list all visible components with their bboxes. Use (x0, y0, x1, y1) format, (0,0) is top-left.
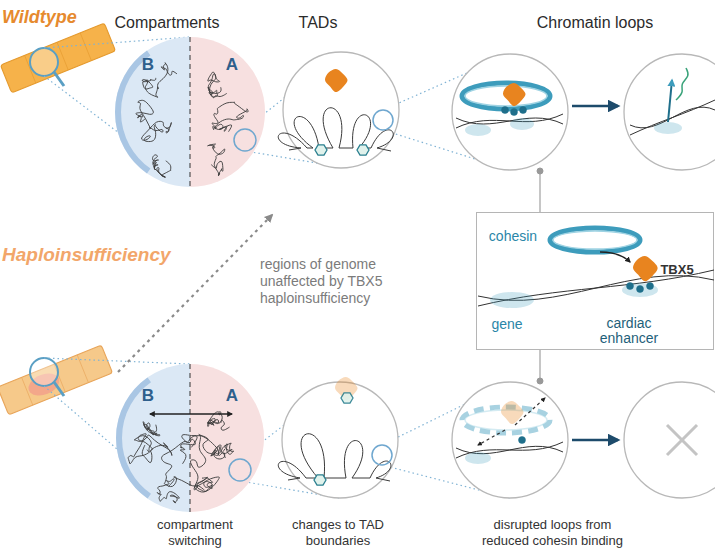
dna-strand (630, 107, 715, 128)
region-highlight (510, 118, 534, 130)
annotation: regions of genome unaffected by TBX5 hap… (260, 256, 410, 306)
node-text: cohesin (489, 229, 537, 244)
cohesin-ring-inner (465, 86, 547, 106)
nucleosome (502, 107, 509, 114)
cohesin-ring (462, 83, 550, 109)
column-heading: TADs (283, 13, 353, 32)
scale-circle (624, 382, 715, 498)
compartment-divider (190, 37, 191, 187)
node-text: TBX5 (660, 263, 693, 277)
annotation: compartment switching (140, 517, 250, 548)
dissociation-arrow (515, 398, 545, 425)
column-heading: Compartments (112, 13, 222, 32)
tbx5-protein (503, 83, 526, 106)
nucleosome (519, 437, 526, 444)
compartment-circle: BA (115, 37, 265, 187)
tbx5-protein (325, 69, 348, 92)
region-highlight (465, 124, 491, 136)
zoom-circle (373, 110, 393, 130)
compartment-b (115, 37, 190, 187)
ctcf-site (341, 393, 353, 403)
region-highlight (654, 122, 682, 134)
inset-leader (539, 350, 540, 382)
transcription-arrow (668, 80, 672, 122)
tad-loops (278, 434, 391, 481)
chromosome-band (77, 355, 88, 383)
nucleosome (511, 109, 518, 116)
loop-scene (456, 83, 563, 136)
magnifier-handle (54, 72, 64, 86)
node-text: cardiac enhancer (582, 316, 677, 347)
compartment-shape (116, 364, 264, 512)
chromosome-body (0, 345, 113, 415)
chromosome-body (0, 23, 115, 93)
dna-strand (456, 114, 563, 128)
absent-mark (667, 425, 697, 455)
absent-mark (667, 425, 697, 455)
magnifier-handle (54, 382, 64, 396)
inset-leader (539, 170, 540, 212)
nucleosome (520, 107, 527, 114)
dna-strand (456, 118, 563, 124)
node-text: gene (491, 317, 522, 332)
tad-scene (278, 69, 393, 155)
rna-transcript (676, 68, 688, 100)
chromosome (0, 345, 113, 415)
tbx5-protein (335, 377, 358, 400)
chromosome-band (80, 33, 91, 61)
magnifier-lens (30, 48, 58, 76)
scale-circle (282, 382, 398, 498)
ctcf-site (357, 145, 369, 155)
region-highlight (465, 452, 491, 464)
compartment-divider (190, 364, 191, 512)
ctcf-site (314, 475, 326, 485)
chromosome (0, 23, 115, 93)
loop-scene (456, 398, 563, 464)
cohesin-ring (462, 407, 550, 433)
dna-strand (456, 442, 563, 458)
node-text: B (142, 56, 154, 75)
annotation: changes to TAD boundaries (283, 517, 393, 548)
magnifier-lens (30, 358, 58, 386)
compartment-a (190, 37, 265, 187)
dissociation-arrow (478, 430, 505, 445)
zoom-circle (372, 445, 392, 465)
leader-dot (537, 168, 543, 174)
tad-scene (278, 377, 391, 485)
annotation: disrupted loops from reduced cohesin bin… (470, 517, 635, 548)
tbx5-protein (501, 401, 524, 424)
compartment-b (116, 364, 190, 512)
compartment-circle: BA (116, 364, 264, 512)
cohesin-ring-inner (465, 410, 547, 430)
inset-box: cohesinTBX5 gene cardiac enhancer (476, 212, 714, 350)
node-text: A (226, 387, 238, 406)
process-arrow (572, 105, 618, 108)
leader-dot (537, 378, 543, 384)
unaffected-arrow (118, 215, 272, 372)
tad-loops (278, 108, 393, 151)
condition-title: Haploinsufficiency (2, 244, 212, 267)
column-heading: Chromatin loops (533, 13, 657, 32)
node-text: B (142, 387, 154, 406)
process-arrow (572, 439, 618, 442)
scale-circle (283, 52, 399, 168)
compartment-a (190, 364, 264, 512)
scale-circle (624, 54, 715, 170)
scale-circle (452, 382, 568, 498)
node-text: A (226, 56, 238, 75)
guide-line (44, 358, 190, 364)
condition-title: Wildtype (2, 7, 122, 29)
dna-strand (630, 100, 715, 135)
ctcf-site (315, 145, 327, 155)
scale-circle (452, 54, 568, 170)
dna-strand (456, 446, 563, 453)
compartment-shape (115, 37, 265, 187)
